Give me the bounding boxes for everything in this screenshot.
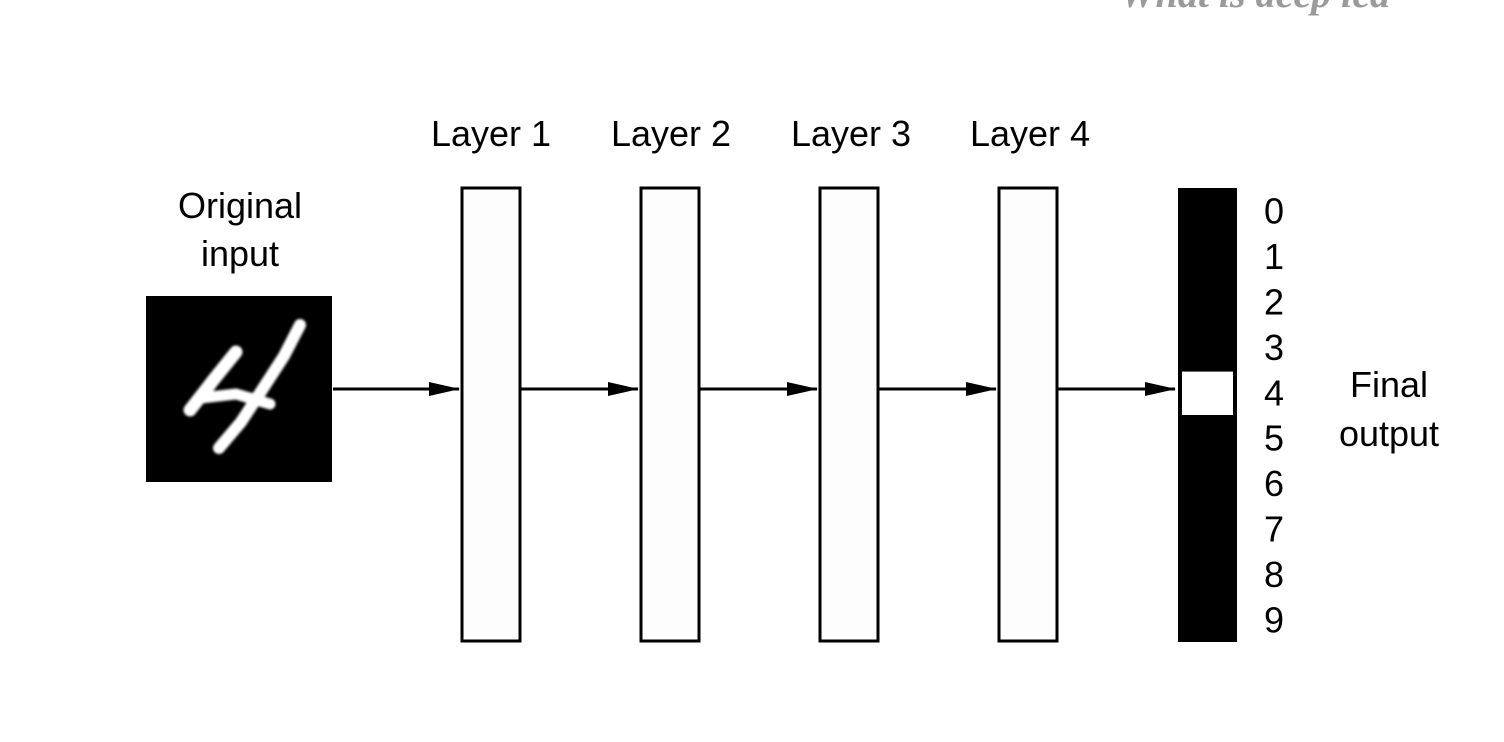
- final-output-group: 01 234 56 789 Final output: [1178, 188, 1439, 642]
- layer-1-box: [460, 186, 522, 643]
- output-digit-label-0: 0: [1264, 191, 1284, 232]
- layer-3: Layer 3: [791, 113, 911, 643]
- output-digit-label-7: 7: [1264, 509, 1284, 550]
- output-digit-labels: 01 234 56 789: [1264, 191, 1284, 641]
- final-output-label-line2: output: [1339, 413, 1439, 454]
- page-header-fragment: What is deep lea: [1120, 0, 1390, 17]
- layer-4-box: [997, 186, 1059, 643]
- output-digit-label-1: 1: [1264, 236, 1284, 277]
- handwritten-digit-four: [183, 319, 306, 454]
- output-digit-label-3: 3: [1264, 327, 1284, 368]
- output-digit-label-2: 2: [1264, 282, 1284, 323]
- layer-1-label: Layer 1: [431, 113, 551, 154]
- layer-2-box: [639, 186, 701, 643]
- layer-4: Layer 4: [970, 113, 1090, 643]
- output-digit-label-9: 9: [1264, 599, 1284, 640]
- output-digit-label-5: 5: [1264, 418, 1284, 459]
- original-input-label-line1: Original: [178, 185, 302, 226]
- output-digit-label-4: 4: [1264, 372, 1284, 413]
- layer-3-label: Layer 3: [791, 113, 911, 154]
- layer-2: Layer 2: [611, 113, 731, 643]
- original-input-group: Original input: [146, 185, 332, 482]
- layer-1: Layer 1: [431, 113, 551, 643]
- layer-4-label: Layer 4: [970, 113, 1090, 154]
- output-active-cell: [1182, 371, 1233, 415]
- final-output-label-line1: Final: [1350, 364, 1428, 405]
- original-input-label-line2: input: [201, 233, 279, 274]
- layer-3-box: [818, 186, 880, 643]
- hidden-layers-group: Layer 1 Layer 2 Layer 3 Layer 4: [431, 113, 1090, 643]
- output-digit-label-6: 6: [1264, 463, 1284, 504]
- layer-2-label: Layer 2: [611, 113, 731, 154]
- output-digit-label-8: 8: [1264, 554, 1284, 595]
